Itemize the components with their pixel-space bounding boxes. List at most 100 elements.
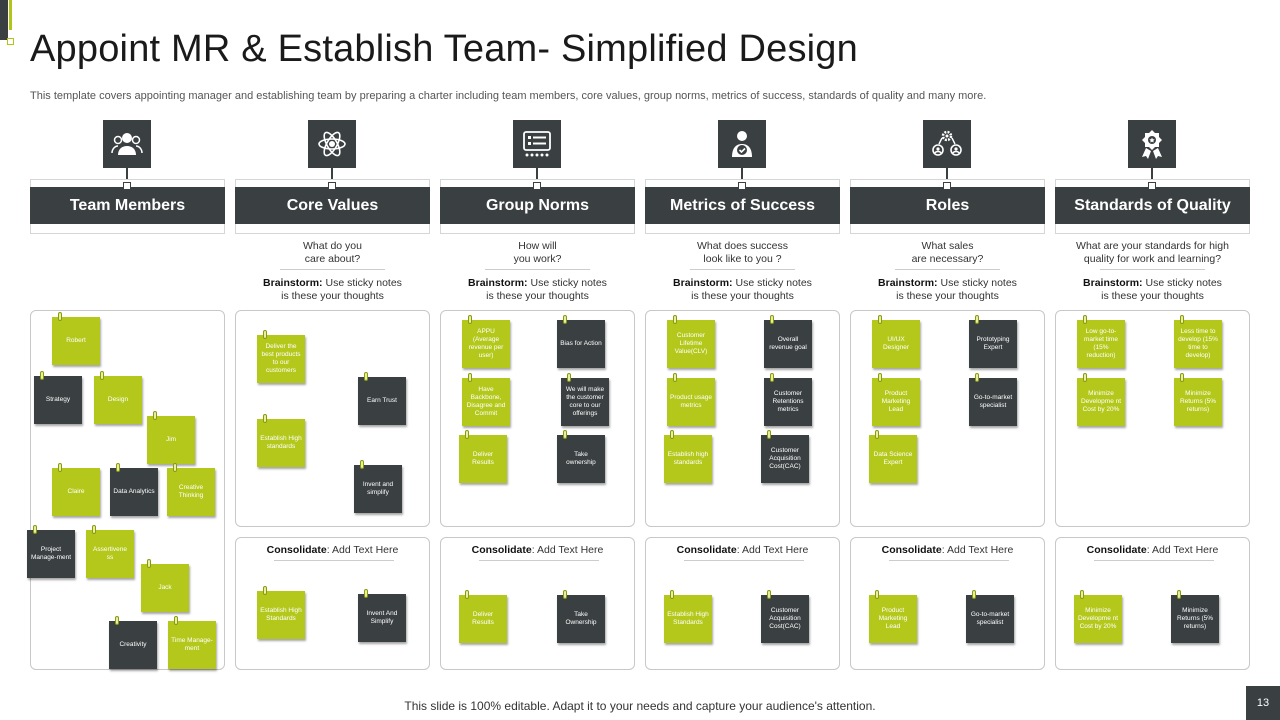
sticky-note: Product Marketing Lead [869,590,917,643]
brainstorm-text: Brainstorm: Use sticky notes is these yo… [878,277,1017,302]
sticky-note: Customer Acquisition Cost(CAC) [761,590,809,643]
sticky-note: Establish High Standards [664,590,712,643]
sticky-note: Go-to-market specialist [969,373,1017,426]
sticky-note: Go-to-market specialist [966,590,1014,643]
brainstorm-text: Brainstorm: Use sticky notes is these yo… [468,277,607,302]
column-header: Team Members [30,187,225,224]
corner-bar [0,0,8,40]
column-question: What are your standards for high quality… [1076,240,1229,265]
divider [479,560,599,561]
sticky-note: Deliver Results [459,430,507,483]
sticky-note: Time Manage-ment [168,616,216,669]
slide-subtitle: This template covers appointing manager … [30,90,987,102]
consolidate-board: Consolidate: Add Text Here Minimize Deve… [1055,537,1250,670]
connector-line [126,168,128,183]
connector-dot [1148,182,1156,190]
sticky-note: Jim [147,411,195,464]
sticky-note: Deliver the best products to our custome… [257,330,305,383]
sticky-note: Claire [52,463,100,516]
connector-line [331,168,333,183]
team-icon [103,120,151,168]
sticky-note: Minimize Returns (5% returns) [1174,373,1222,426]
column-header: Metrics of Success [645,187,840,224]
sticky-note: Less time to develop (15% time to develo… [1174,315,1222,368]
sticky-note: Establish High Standards [257,586,305,639]
roles-gear-icon [923,120,971,168]
sticky-note: Assertivene ss [86,525,134,578]
sticky-note: Invent and simplify [354,460,402,513]
sticky-note: Data Analytics [110,463,158,516]
consolidate-label: Consolidate: Add Text Here [881,544,1014,556]
team-board: Robert Strategy Design Jim Claire Data A… [27,310,225,670]
column-header: Roles [850,187,1045,224]
sticky-note: Jack [141,559,189,612]
column-question: What do you care about? [303,240,362,265]
sticky-note: UI/UX Designer [872,315,920,368]
column-question: What sales are necessary? [911,240,984,265]
sticky-note: Customer Acquisition Cost(CAC) [761,430,809,483]
sticky-note: Product usage metrics [667,373,715,426]
brainstorm-text: Brainstorm: Use sticky notes is these yo… [673,277,812,302]
sticky-note: We will make the customer core to our of… [561,373,609,426]
sticky-note: Earn Trust [358,372,406,425]
sticky-note: Take Ownership [557,590,605,643]
divider [1100,269,1205,270]
consolidate-label: Consolidate: Add Text Here [266,544,399,556]
divider [485,269,590,270]
brainstorm-board: UI/UX Designer Prototyping Expert Produc… [850,310,1045,527]
sticky-note: Establish High standards [257,414,305,467]
atom-icon [308,120,356,168]
brainstorm-text: Brainstorm: Use sticky notes is these yo… [263,277,402,302]
sticky-note: Data Science Expert [869,430,917,483]
connector-line [741,168,743,183]
slide-title: Appoint MR & Establish Team- Simplified … [30,28,858,70]
column-header: Group Norms [440,187,635,224]
sticky-note: Creativity [109,616,157,669]
sticky-note: Minimize Developme nt Cost by 20% [1074,590,1122,643]
sticky-note: Bias for Action [557,315,605,368]
sticky-note: Take ownership [557,430,605,483]
sticky-note: Have Backbone, Disagree and Commit [462,373,510,426]
sticky-note: Invent And Simplify [358,589,406,642]
consolidate-label: Consolidate: Add Text Here [676,544,809,556]
person-check-icon [718,120,766,168]
brainstorm-board: Deliver the best products to our custome… [235,310,430,527]
brainstorm-board: Low go-to-market time (15% reduction) Le… [1055,310,1250,527]
sticky-note: Product Marketing Lead [872,373,920,426]
sticky-note: Project Manage-ment [27,525,75,578]
column-header: Standards of Quality [1055,187,1250,224]
column-question: What does success look like to you ? [696,240,789,265]
divider [895,269,1000,270]
divider [1094,560,1214,561]
connector-dot [738,182,746,190]
consolidate-board: Consolidate: Add Text Here Deliver Resul… [440,537,635,670]
sticky-note: Robert [52,312,100,365]
column-question: How will you work? [513,240,562,265]
divider [684,560,804,561]
connector-line [946,168,948,183]
consolidate-label: Consolidate: Add Text Here [471,544,604,556]
divider [274,560,394,561]
sticky-note: Customer Retentions metrics [764,373,812,426]
consolidate-board: Consolidate: Add Text Here Establish Hig… [235,537,430,670]
sticky-note: Deliver Results [459,590,507,643]
connector-dot [533,182,541,190]
sticky-note: Strategy [34,371,82,424]
connector-line [536,168,538,183]
connector-dot [943,182,951,190]
sticky-note: Minimize Returns (5% returns) [1171,590,1219,643]
divider [280,269,385,270]
corner-accent [9,0,12,30]
sticky-note: Design [94,371,142,424]
connector-dot [123,182,131,190]
sticky-note: Minimize Developme nt Cost by 20% [1077,373,1125,426]
brainstorm-board: Customer Lifetime Value(CLV) Overall rev… [645,310,840,527]
sticky-note: Customer Lifetime Value(CLV) [667,315,715,368]
corner-square [7,38,14,45]
connector-dot [328,182,336,190]
sticky-note: Creative Thinking [167,463,215,516]
brainstorm-board: APPU (Average revenue per user) Bias for… [440,310,635,527]
sticky-note: Establish high standards [664,430,712,483]
sticky-note: Prototyping Expert [969,315,1017,368]
divider [889,560,1009,561]
